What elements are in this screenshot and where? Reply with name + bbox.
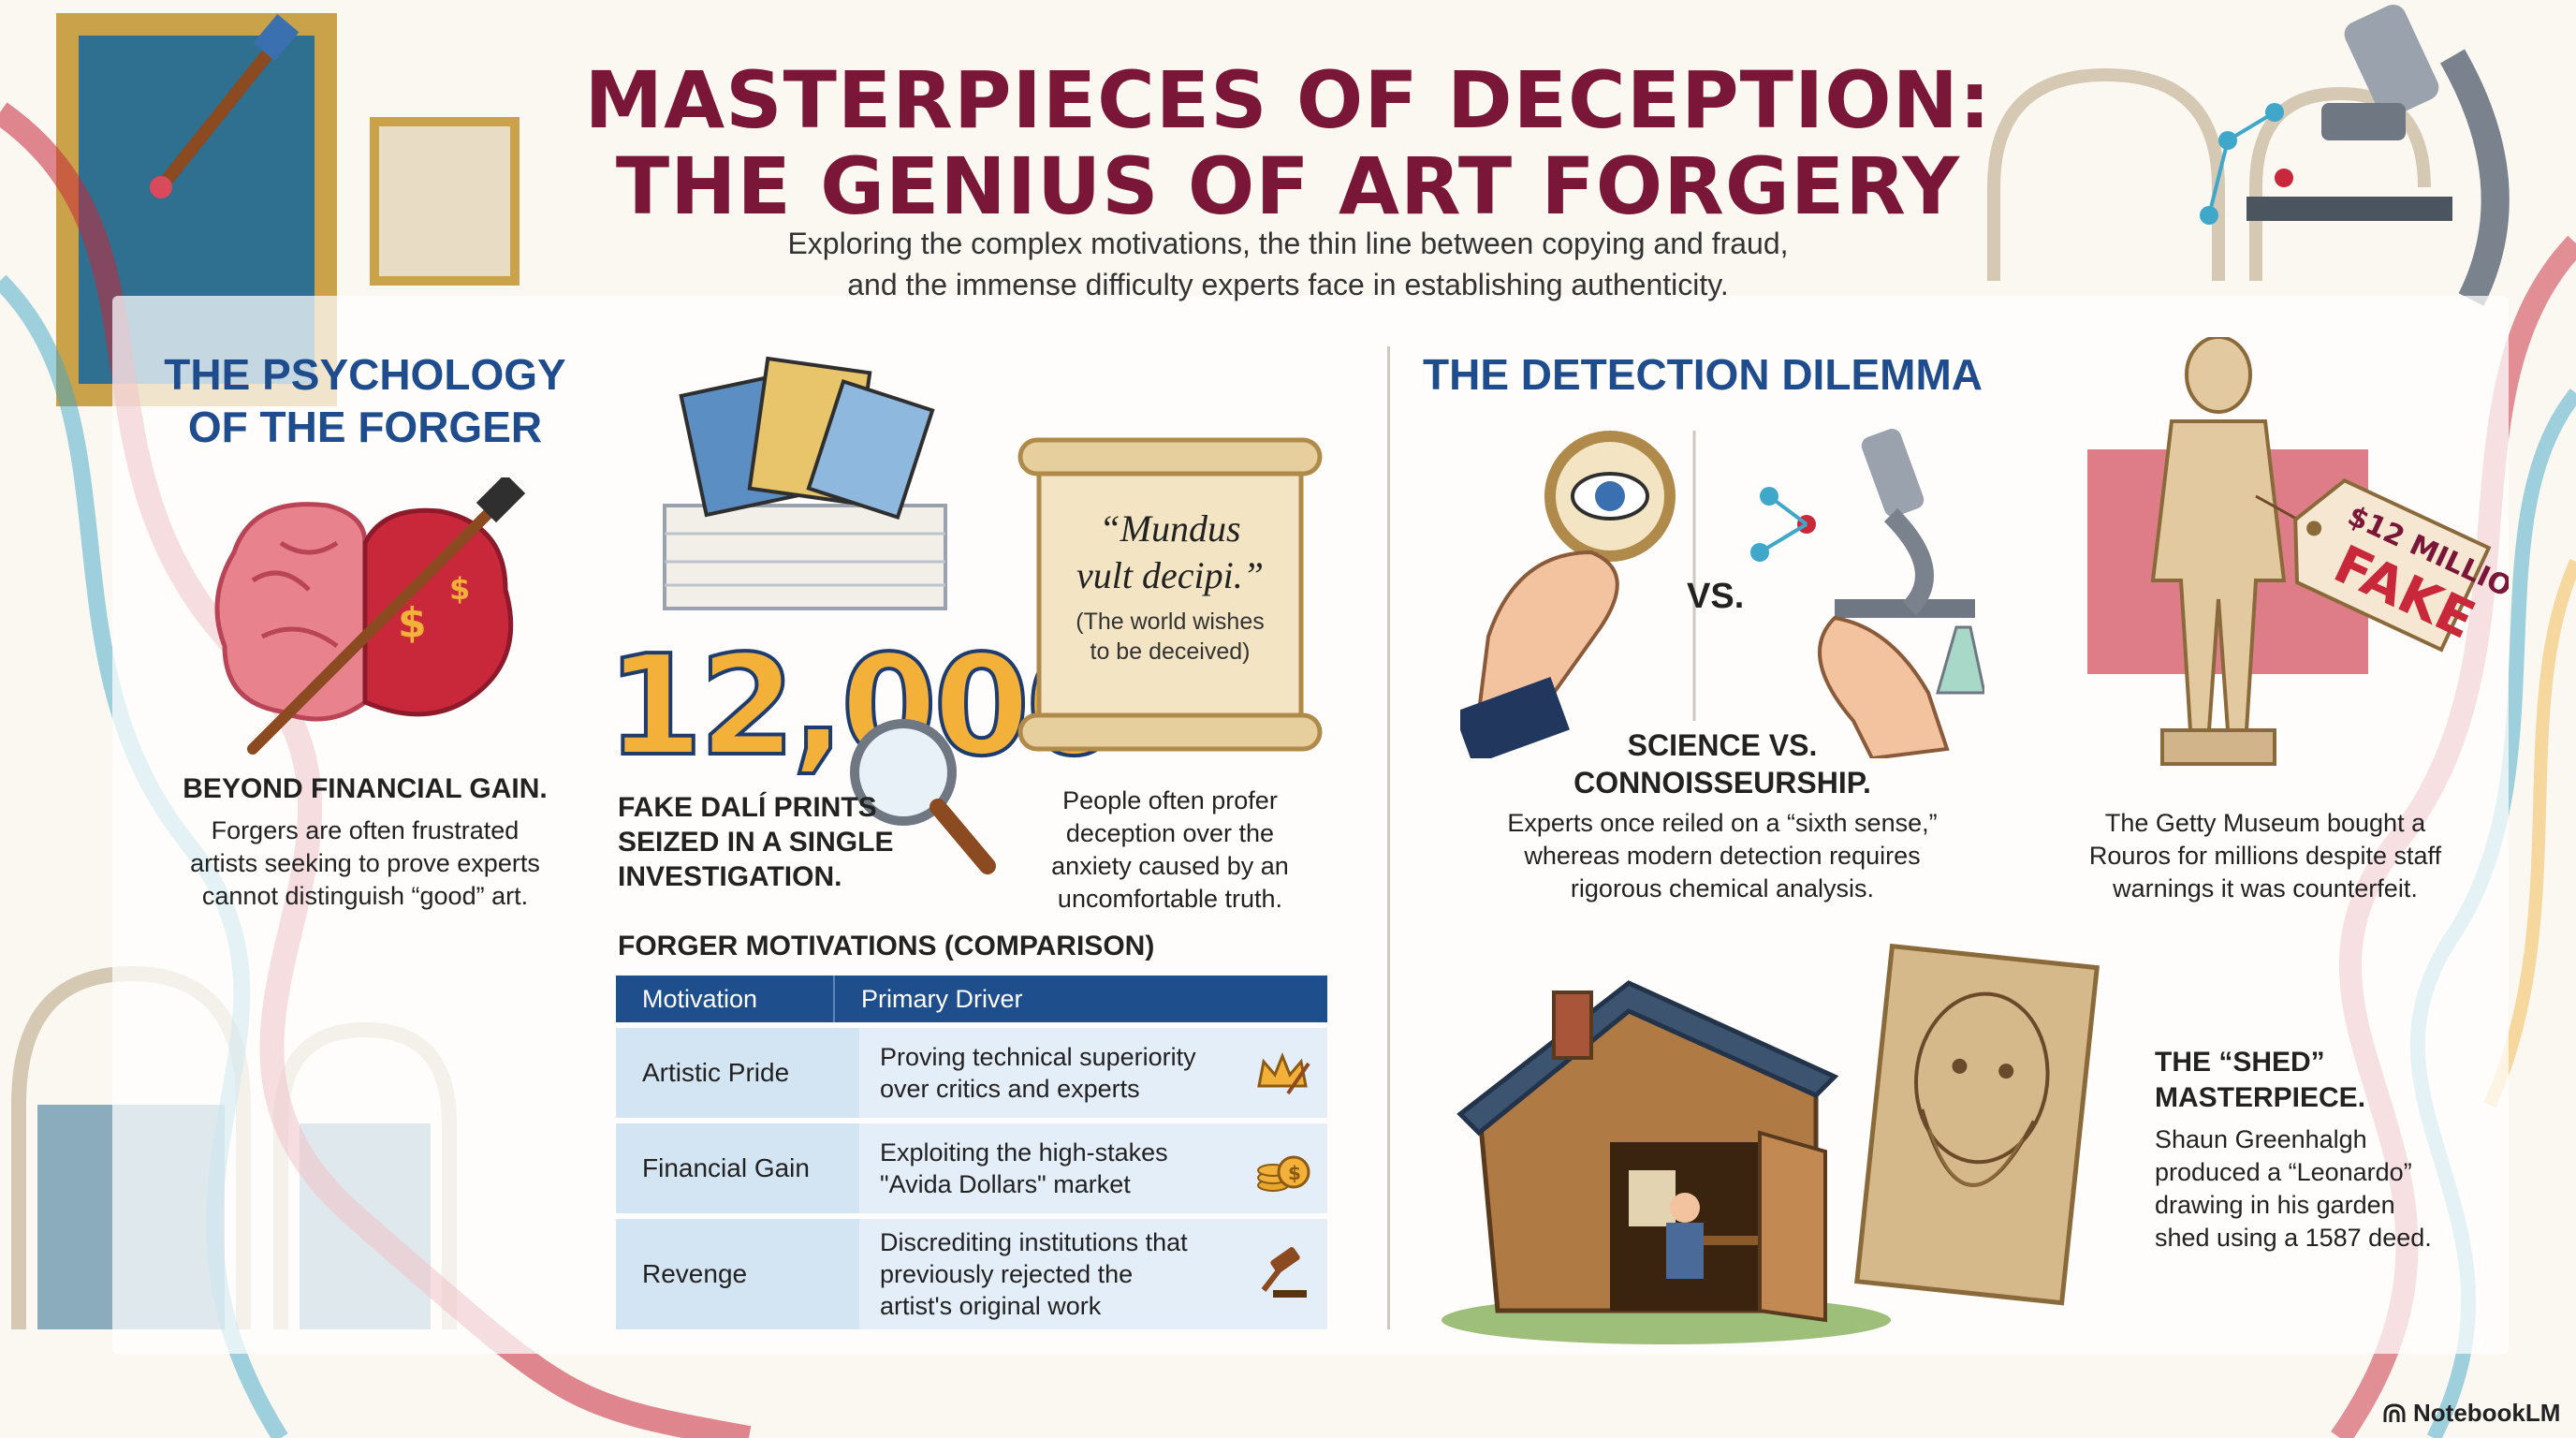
prints-stack-icon	[663, 356, 947, 610]
table-cell-driver: Discrediting institutions that previousl…	[859, 1219, 1327, 1329]
notebooklm-logo-icon	[2383, 1402, 2406, 1422]
subtitle-line1: Exploring the complex motivations, the t…	[787, 227, 1789, 260]
beyond-line2: artists seeking to prove experts	[190, 849, 540, 877]
leonardo-drawing-icon	[1854, 943, 2100, 1306]
dali-caption: FAKE DALÍ PRINTS SEIZED IN A SINGLE INVE…	[618, 790, 917, 894]
brand-label: NotebookLM	[2413, 1399, 2561, 1427]
driver-line1: Proving technical superiority	[880, 1043, 1196, 1071]
science-line1: Experts once reiled on a “sixth sense,”	[1507, 809, 1938, 837]
quote-translation-line2: to be deceived)	[1090, 638, 1251, 665]
getty-line3: warnings it was counterfeit.	[2113, 874, 2418, 902]
quote-line1: People often profer	[1062, 786, 1278, 814]
shed-description: Shaun Greenhalgh produced a “Leonardo” d…	[2155, 1123, 2492, 1255]
page-title-line2: THE GENIUS OF ART FORGERY	[615, 140, 1961, 232]
dali-line3: INVESTIGATION.	[618, 861, 842, 892]
driver-line2: "Avida Dollars" market	[880, 1170, 1131, 1198]
science-heading-line1: SCIENCE VS.	[1627, 728, 1818, 762]
science-heading-line2: CONNOISSEURSHIP.	[1573, 766, 1871, 800]
molecule-icon	[2200, 103, 2293, 225]
lab-equipment-icon	[1750, 429, 1984, 695]
table-cell-motivation: Revenge	[616, 1219, 859, 1329]
getty-line1: The Getty Museum bought a	[2104, 809, 2426, 837]
kouros-statue-icon: $12 MILLION FAKE	[2087, 337, 2509, 766]
shed-line3: drawing in his garden	[2155, 1191, 2395, 1219]
science-description: Experts once reiled on a “sixth sense,” …	[1470, 807, 1975, 905]
coins-icon: $	[1257, 1155, 1310, 1192]
dali-line2: SEIZED IN A SINGLE	[618, 827, 894, 858]
quote-description: People often profer deception over the a…	[1002, 785, 1339, 916]
brain-icon: $ $	[214, 477, 526, 755]
table-row: Revenge Discrediting institutions that p…	[616, 1219, 1327, 1329]
microscope-icon	[2247, 4, 2510, 306]
garden-shed-icon	[1442, 943, 2100, 1344]
svg-text:$: $	[449, 571, 470, 607]
page-subtitle: Exploring the complex motivations, the t…	[0, 223, 2576, 305]
table-row: Artistic Pride Proving technical superio…	[616, 1028, 1327, 1118]
table-cell-driver: Proving technical superiority over criti…	[859, 1028, 1327, 1118]
crown-brush-icon	[1257, 1051, 1310, 1095]
shed-line2: produced a “Leonardo”	[2155, 1158, 2412, 1186]
motivations-table: Motivation Primary Driver Artistic Pride…	[616, 976, 1327, 1329]
science-heading: SCIENCE VS. CONNOISSEURSHIP.	[1516, 726, 1928, 801]
table-header-motivation: Motivation	[642, 984, 758, 1013]
shed-heading-line2: MASTERPIECE.	[2155, 1082, 2366, 1113]
driver-line1: Exploiting the high-stakes	[880, 1138, 1168, 1167]
svg-text:$: $	[398, 599, 427, 647]
shed-heading-line1: THE “SHED”	[2155, 1047, 2325, 1078]
motivations-table-title: FORGER MOTIVATIONS (COMPARISON)	[618, 931, 1155, 961]
table-header-driver: Primary Driver	[833, 976, 1023, 1022]
quote-latin-line2: vult decipi.”	[1076, 554, 1264, 596]
magnifying-glass-icon	[850, 719, 996, 874]
subtitle-line2: and the immense difficulty experts face …	[847, 268, 1729, 301]
notebooklm-brand: NotebookLM	[2383, 1399, 2560, 1428]
vs-label: VS.	[1687, 577, 1745, 616]
beyond-heading: BEYOND FINANCIAL GAIN.	[183, 773, 548, 804]
getty-line2: Rouros for millions despite staff	[2088, 842, 2442, 870]
driver-line2: over critics and experts	[880, 1075, 1140, 1103]
shed-heading: THE “SHED” MASTERPIECE.	[2155, 1045, 2365, 1116]
column-divider	[1387, 346, 1390, 1329]
table-cell-driver: Exploiting the high-stakes "Avida Dollar…	[859, 1123, 1327, 1213]
table-cell-motivation: Financial Gain	[616, 1123, 859, 1213]
detection-section-title: THE DETECTION DILEMMA	[1423, 350, 1983, 399]
beyond-line3: cannot distinguish “good” art.	[201, 882, 529, 910]
science-line3: rigorous chemical analysis.	[1570, 874, 1875, 902]
psychology-title-line2: OF THE FORGER	[187, 403, 543, 451]
small-frame	[370, 117, 520, 286]
table-row: Financial Gain Exploiting the high-stake…	[616, 1123, 1327, 1213]
quote-latin-line1: “Mundus	[1099, 507, 1241, 550]
svg-text:$: $	[1288, 1162, 1301, 1184]
beyond-line1: Forgers are often frustrated	[211, 816, 520, 844]
table-header: Motivation Primary Driver	[616, 976, 1327, 1022]
driver-line1: Discrediting institutions that	[880, 1228, 1188, 1256]
beyond-description: Forgers are often frustrated artists see…	[140, 814, 590, 913]
psychology-section-title: THE PSYCHOLOGY OF THE FORGER	[140, 348, 590, 453]
page-title-line1: MASTERPIECES OF DECEPTION:	[584, 54, 1992, 146]
dali-line1: FAKE DALÍ PRINTS	[618, 792, 877, 823]
scroll-icon	[1017, 437, 1323, 752]
latin-quote: “Mundus vult decipi.” (The world wishes …	[1020, 506, 1320, 667]
quote-line4: uncomfortable truth.	[1057, 885, 1283, 913]
getty-description: The Getty Museum bought a Rouros for mil…	[2041, 807, 2490, 905]
quote-line2: deception over the	[1065, 819, 1275, 847]
shed-line1: Shaun Greenhalgh	[2155, 1125, 2367, 1153]
driver-line2: previously rejected the	[880, 1260, 1134, 1288]
paintbrush-icon	[150, 14, 300, 198]
shed-line4: shed using a 1587 deed.	[2155, 1224, 2432, 1252]
driver-line3: artist's original work	[880, 1292, 1102, 1320]
science-line2: whereas modern detection requires	[1524, 842, 1921, 870]
table-cell-motivation: Artistic Pride	[616, 1028, 859, 1118]
gavel-icon	[1261, 1247, 1307, 1298]
quote-line3: anxiety caused by an	[1051, 852, 1289, 880]
psychology-title-line1: THE PSYCHOLOGY	[164, 350, 566, 399]
quote-translation-line1: (The world wishes	[1076, 609, 1265, 635]
eye-magnifier-icon	[1460, 429, 1984, 758]
